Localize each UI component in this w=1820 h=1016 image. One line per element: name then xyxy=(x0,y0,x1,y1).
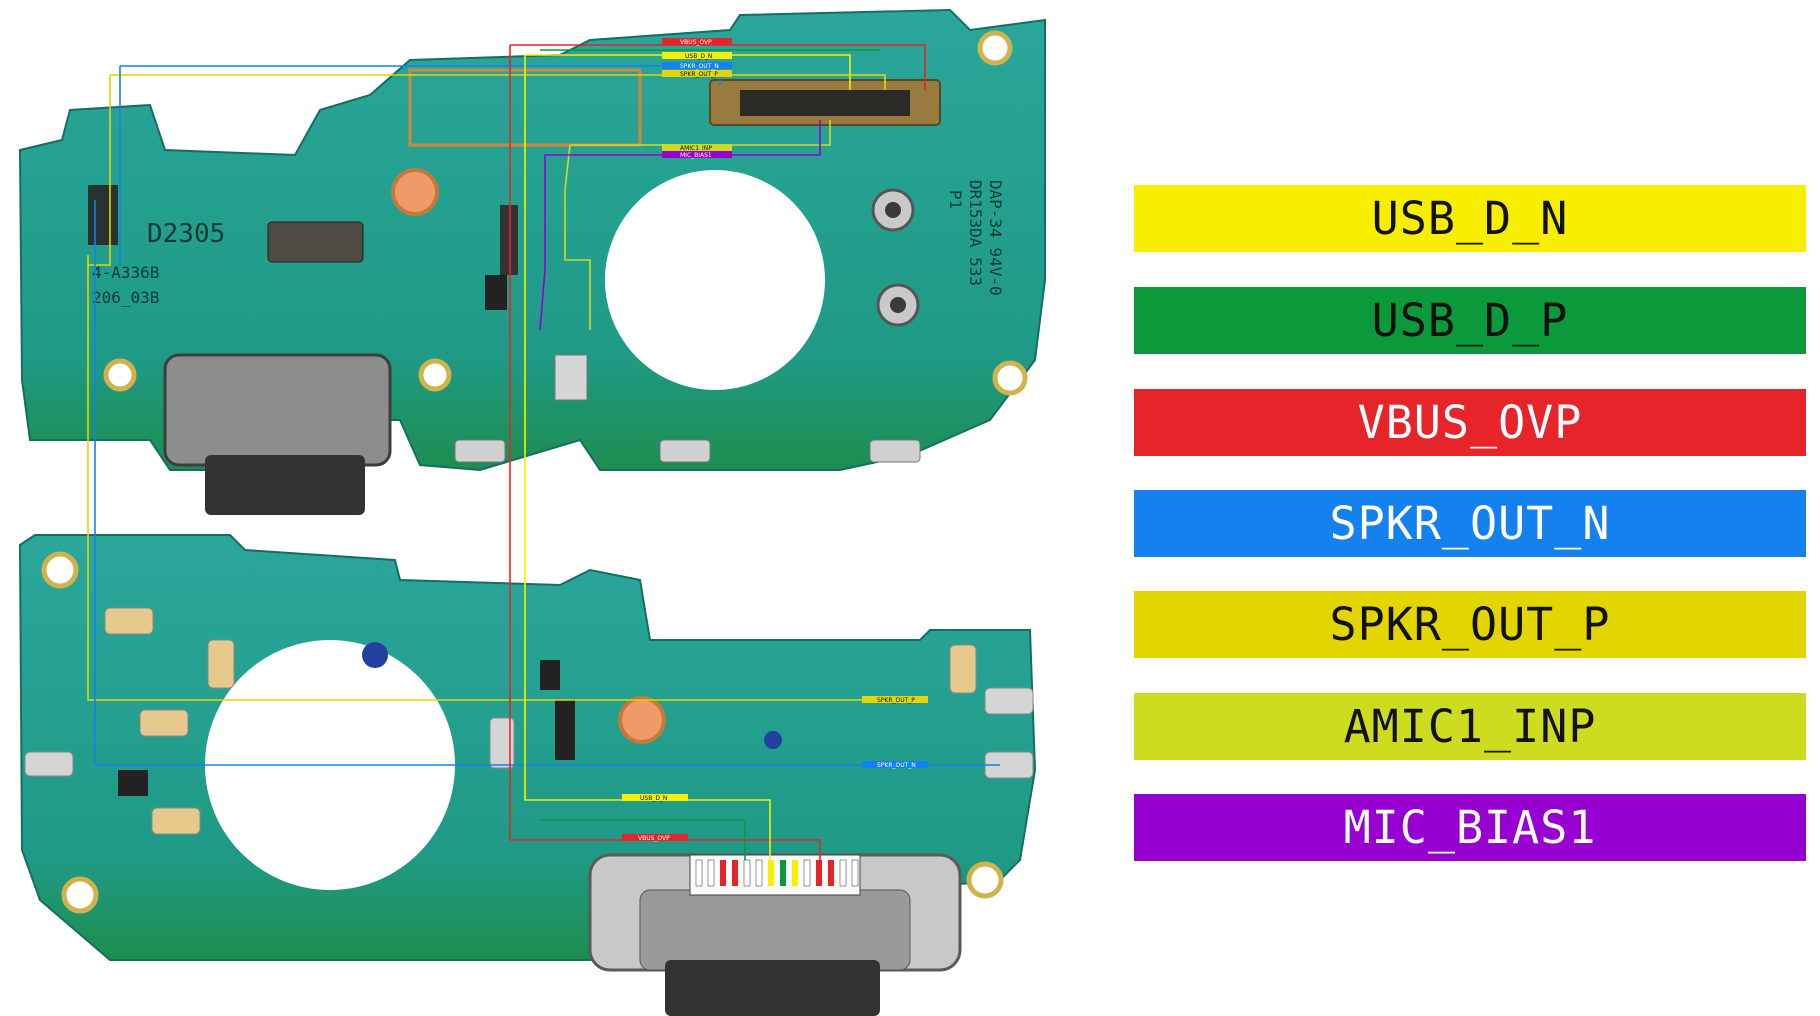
legend-mic-bias1: MIC_BIAS1 xyxy=(1134,794,1806,861)
tag-usbdn-top: USB_D_N xyxy=(685,53,712,60)
board-marking-rev: 206_03B xyxy=(92,288,159,307)
tag-spkn-top: SPKR_OUT_N xyxy=(680,63,719,70)
legend-spkr-out-n: SPKR_OUT_N xyxy=(1134,490,1806,557)
legend-label: SPKR_OUT_P xyxy=(1329,598,1611,651)
tag-vbus-top: VBUS_OVP xyxy=(680,39,712,46)
board-marking-dr: DR153DA 533 xyxy=(966,180,985,286)
legend-usb-d-p: USB_D_P xyxy=(1134,287,1806,354)
legend-spkr-out-p: SPKR_OUT_P xyxy=(1134,591,1806,658)
tag-usbdn-bottom: USB_D_N xyxy=(640,795,667,802)
board-marking-d2305: D2305 xyxy=(147,219,225,249)
top-board xyxy=(18,8,1046,515)
tag-spkn-bottom: SPKR_OUT_N xyxy=(877,762,916,769)
legend-label: USB_D_P xyxy=(1371,294,1569,347)
legend-label: SPKR_OUT_N xyxy=(1329,497,1611,550)
tag-amic-top: AMIC1_INP xyxy=(680,145,712,152)
tag-spkp-top: SPKR_OUT_P xyxy=(680,71,718,78)
board-marking-p1: P1 xyxy=(946,190,965,209)
tag-vbus-bottom: VBUS_OVP xyxy=(638,835,670,842)
tag-micb-top: MIC_BIAS1 xyxy=(680,152,712,159)
tag-spkp-bottom: SPKR_OUT_P xyxy=(877,697,915,704)
top-net-tags: VBUS_OVP USB_D_N SPKR_OUT_N SPKR_OUT_P A… xyxy=(662,38,732,159)
legend-vbus-ovp: VBUS_OVP xyxy=(1134,389,1806,456)
legend-label: VBUS_OVP xyxy=(1357,396,1583,449)
board-marking-dap: DAP-34 94V-0 xyxy=(986,180,1005,296)
legend-usb-d-n: USB_D_N xyxy=(1134,185,1806,252)
pcb-diagram: D2305 4-A336B 206_03B DAP-34 94V-0 DR153… xyxy=(18,8,1046,1016)
legend-label: MIC_BIAS1 xyxy=(1343,801,1597,854)
legend-amic1-inp: AMIC1_INP xyxy=(1134,693,1806,760)
legend-label: AMIC1_INP xyxy=(1343,700,1597,753)
legend-label: USB_D_N xyxy=(1371,192,1569,245)
bottom-net-tags: SPKR_OUT_P SPKR_OUT_N USB_D_N VBUS_OVP xyxy=(622,696,928,842)
board-marking-part: 4-A336B xyxy=(92,263,159,282)
pcb-boards-svg: D2305 4-A336B 206_03B DAP-34 94V-0 DR153… xyxy=(18,8,1046,1016)
bottom-board xyxy=(18,534,1037,1016)
usb-c-pins xyxy=(695,859,859,887)
